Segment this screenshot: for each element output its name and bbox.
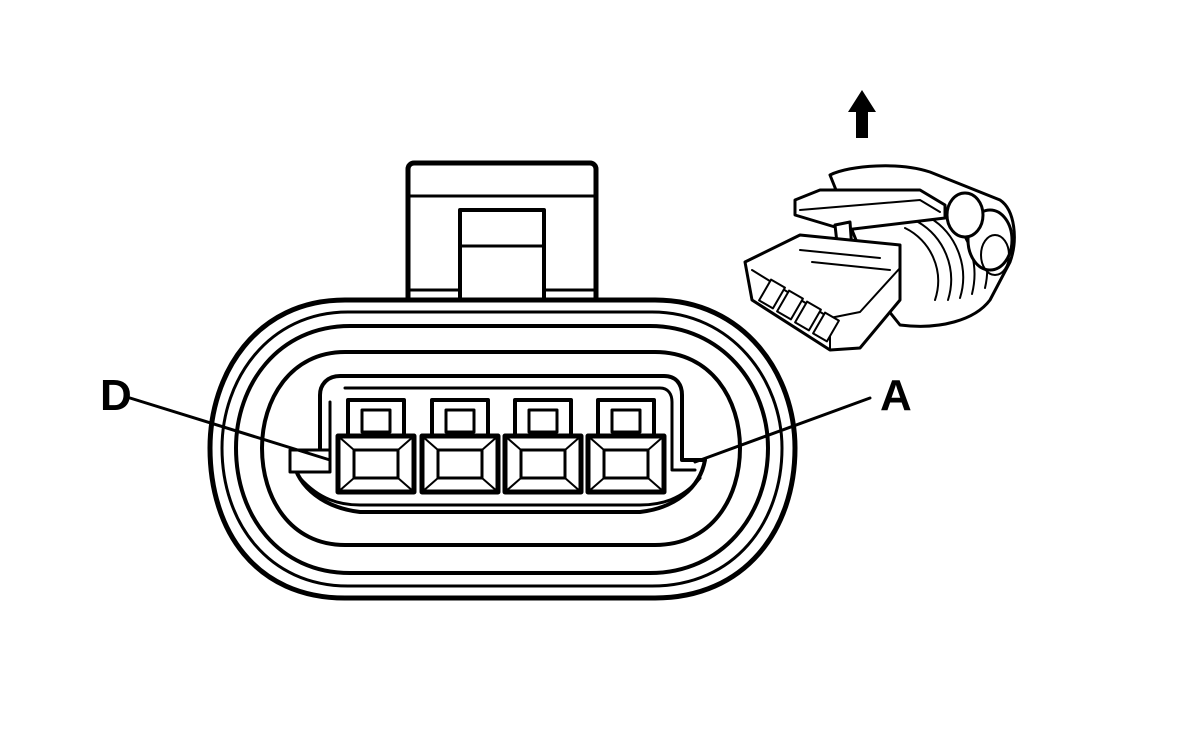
locking-tab <box>405 160 599 316</box>
leader-line-d <box>128 396 332 462</box>
arrow-up-icon <box>848 90 876 138</box>
cavity-d <box>335 398 417 495</box>
cavity-c <box>419 398 501 495</box>
connector-face-view: D A <box>100 160 912 601</box>
terminal-cavities <box>335 398 667 495</box>
connector-isometric-view <box>743 164 1016 352</box>
cavity-b <box>502 398 584 495</box>
pin-label-a: A <box>880 371 912 420</box>
leader-line-a <box>693 396 872 464</box>
cavity-a <box>585 398 667 495</box>
pin-label-d: D <box>100 371 132 420</box>
